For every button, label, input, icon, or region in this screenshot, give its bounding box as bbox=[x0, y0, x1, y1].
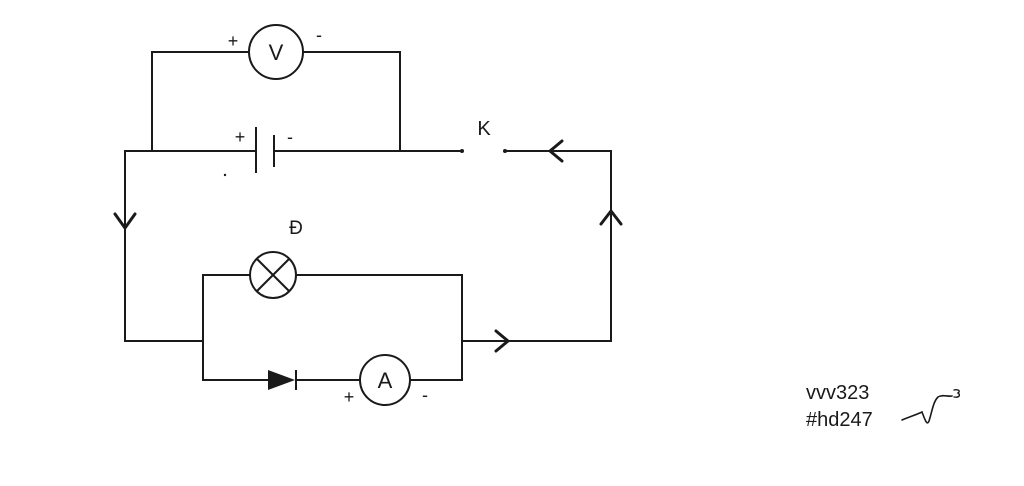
voltmeter-plus-sign: + bbox=[228, 31, 239, 51]
voltmeter-branch-wire bbox=[151, 51, 401, 152]
lamp-cross-2 bbox=[256, 258, 290, 292]
right-wire bbox=[461, 150, 612, 342]
arrow-up-icon bbox=[599, 209, 623, 226]
diode-triangle bbox=[268, 370, 295, 390]
signature-scribble-icon bbox=[901, 394, 953, 424]
signature-line-1: vvv323 bbox=[806, 382, 870, 404]
battery-dot bbox=[223, 173, 227, 177]
arrow-left-icon bbox=[548, 139, 564, 163]
signature-line-2: #hd247 bbox=[806, 409, 873, 431]
switch-label: K bbox=[477, 118, 491, 140]
arrow-right-icon bbox=[494, 329, 510, 353]
signature-block: vvv323 #hd247 bbox=[806, 380, 873, 434]
arrow-down-icon bbox=[113, 212, 137, 230]
voltmeter-label: V bbox=[269, 40, 284, 65]
ammeter-label: A bbox=[378, 368, 393, 393]
battery-plus-sign: + bbox=[235, 127, 246, 147]
left-wire bbox=[124, 150, 204, 342]
voltmeter-circle bbox=[248, 24, 304, 80]
battery-minus-sign: - bbox=[287, 127, 293, 147]
ammeter-circle bbox=[359, 354, 411, 406]
signature-superscript-icon bbox=[953, 389, 961, 398]
voltmeter-minus-sign: - bbox=[316, 25, 322, 45]
ammeter-minus-sign: - bbox=[422, 385, 428, 405]
switch-contact-left bbox=[460, 149, 464, 153]
ammeter-plus-sign: + bbox=[344, 387, 355, 407]
lamp-label: Đ bbox=[289, 218, 303, 239]
